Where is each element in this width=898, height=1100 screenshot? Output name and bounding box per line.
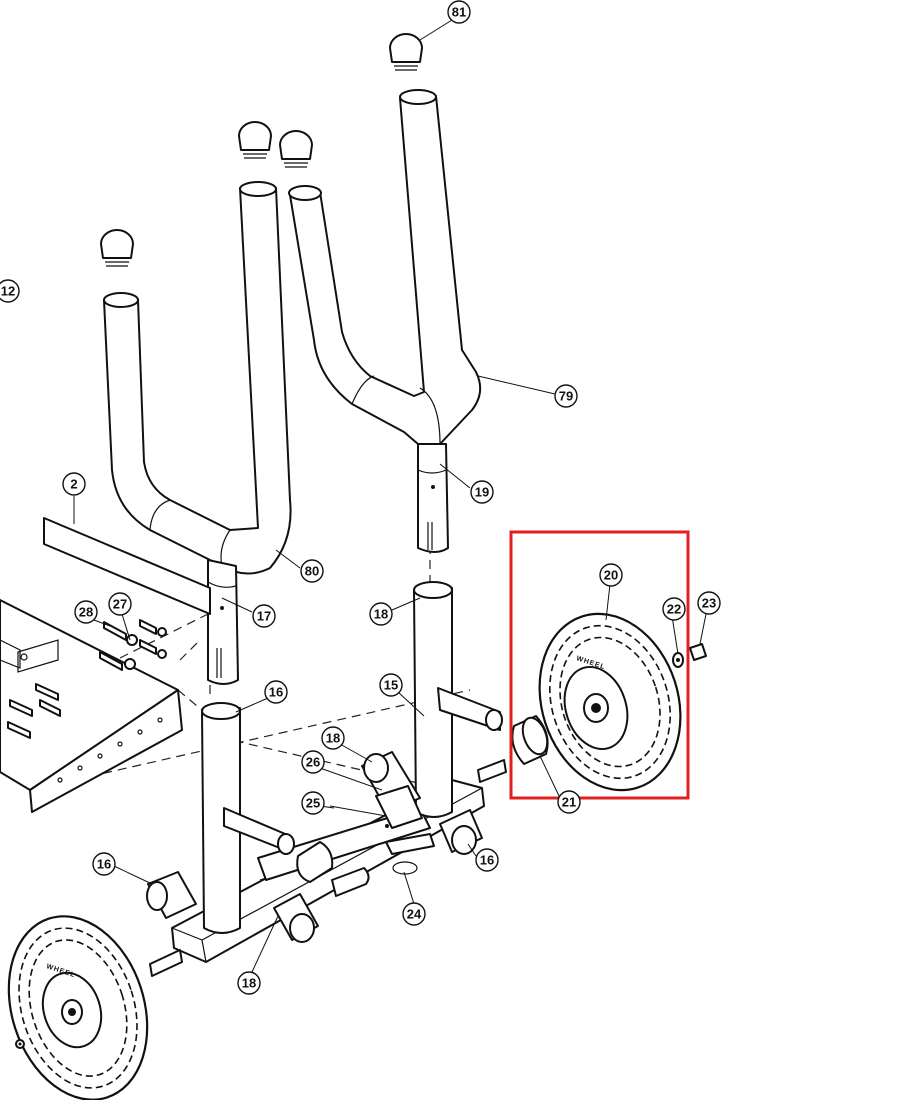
callout-18-upper: 18 xyxy=(369,602,393,626)
svg-text:21: 21 xyxy=(562,795,576,810)
end-cap-left xyxy=(100,229,134,267)
svg-text:20: 20 xyxy=(604,568,618,583)
svg-text:16: 16 xyxy=(480,853,494,868)
callout-26: 26 xyxy=(301,750,325,774)
wheel-lower-left: WHEEL xyxy=(7,915,149,1100)
end-cap-left-tall xyxy=(238,121,272,159)
callout-12: 12 xyxy=(0,279,20,303)
svg-text:22: 22 xyxy=(667,602,681,617)
end-cap-parts xyxy=(100,33,423,267)
callout-79: 79 xyxy=(554,384,578,408)
callout-80: 80 xyxy=(300,559,324,583)
callout-21: 21 xyxy=(557,790,581,814)
highlighted-wheel-assembly: WHEEL xyxy=(511,612,707,792)
callout-19: 19 xyxy=(470,480,494,504)
frame-bolts xyxy=(7,683,61,739)
highlight-box xyxy=(509,530,690,800)
callout-18-mid: 18 xyxy=(321,726,345,750)
callout-81: 81 xyxy=(447,0,471,24)
svg-text:18: 18 xyxy=(242,976,256,991)
end-cap-81 xyxy=(389,33,423,71)
svg-text:18: 18 xyxy=(326,731,340,746)
callout-15: 15 xyxy=(379,673,403,697)
callout-16-right: 16 xyxy=(475,848,499,872)
end-cap-mid xyxy=(279,130,313,168)
svg-text:25: 25 xyxy=(306,796,320,811)
svg-text:17: 17 xyxy=(257,609,271,624)
callout-27: 27 xyxy=(108,592,132,616)
svg-text:24: 24 xyxy=(407,907,422,922)
callout-23: 23 xyxy=(697,591,721,615)
svg-text:28: 28 xyxy=(79,605,93,620)
strip-plate-2 xyxy=(43,517,211,615)
svg-text:2: 2 xyxy=(70,477,77,492)
bolt-set-28-27 xyxy=(99,619,167,671)
callout-leader-lines xyxy=(73,19,707,973)
callout-28: 28 xyxy=(74,600,98,624)
callout-16-upper: 16 xyxy=(264,680,288,704)
svg-text:16: 16 xyxy=(97,857,111,872)
handle-tube-80 xyxy=(103,181,292,685)
svg-text:79: 79 xyxy=(559,389,573,404)
base-chassis xyxy=(146,581,507,977)
svg-text:23: 23 xyxy=(702,596,716,611)
svg-text:16: 16 xyxy=(269,685,283,700)
callout-25: 25 xyxy=(301,791,325,815)
callout-2: 2 xyxy=(62,472,86,496)
svg-text:12: 12 xyxy=(1,284,15,299)
svg-text:19: 19 xyxy=(475,485,489,500)
callout-18-lower: 18 xyxy=(237,971,261,995)
svg-text:15: 15 xyxy=(384,678,398,693)
callout-20: 20 xyxy=(599,563,623,587)
callout-24: 24 xyxy=(402,902,426,926)
svg-text:26: 26 xyxy=(306,755,320,770)
svg-text:80: 80 xyxy=(305,564,319,579)
callout-16-left: 16 xyxy=(92,852,116,876)
svg-text:81: 81 xyxy=(452,5,466,20)
svg-text:27: 27 xyxy=(113,597,127,612)
base-frame-plate xyxy=(0,599,183,813)
callout-22: 22 xyxy=(662,597,686,621)
svg-text:18: 18 xyxy=(374,607,388,622)
handle-tube-79 xyxy=(288,89,482,553)
callout-17: 17 xyxy=(252,604,276,628)
